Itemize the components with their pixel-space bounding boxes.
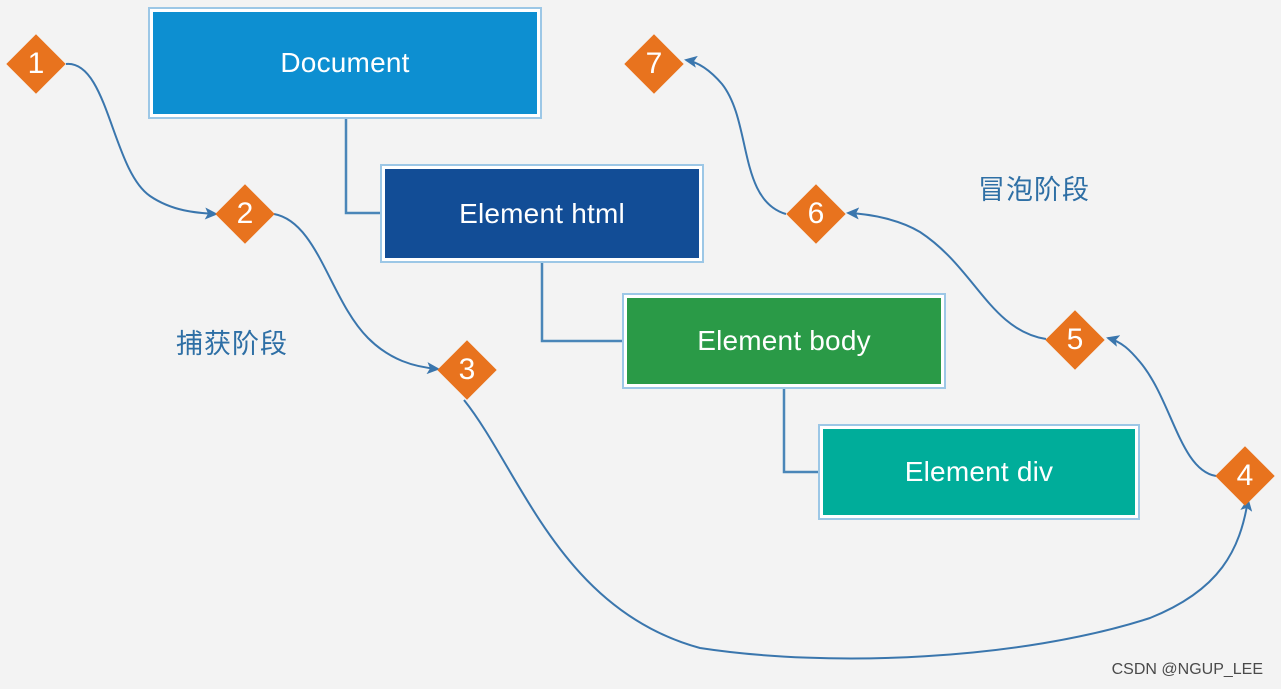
connector-body-div — [782, 387, 820, 474]
capture-phase-label: 捕获阶段 — [176, 329, 288, 360]
arrow-3-to-4 — [463, 399, 1253, 660]
marker-number-6: 6 — [807, 197, 825, 230]
bubble-phase-label: 冒泡阶段 — [978, 175, 1090, 206]
marker-number-7: 7 — [645, 47, 663, 80]
marker-number-3: 3 — [458, 353, 476, 386]
box-element-html: Element html — [380, 164, 704, 263]
arrow-1-to-2 — [65, 62, 218, 220]
connector-document-html — [344, 117, 382, 215]
box-document: Document — [148, 7, 542, 119]
box-element-body-label: Element body — [697, 325, 871, 356]
connector-html-body — [540, 261, 624, 343]
arrow-6-to-7 — [684, 55, 787, 215]
box-element-html-label: Element html — [459, 197, 625, 229]
marker-number-5: 5 — [1066, 323, 1084, 356]
marker-number-2: 2 — [236, 197, 254, 230]
box-element-div-label: Element div — [904, 456, 1054, 487]
arrow-5-to-6 — [846, 207, 1047, 340]
box-element-body: Element body — [622, 293, 946, 389]
box-document-label: Document — [280, 47, 410, 78]
watermark: CSDN @NGUP_LEE — [1111, 661, 1263, 678]
marker-number-4: 4 — [1236, 459, 1254, 492]
arrow-4-to-5 — [1106, 335, 1217, 477]
marker-number-1: 1 — [27, 47, 45, 80]
arrow-2-to-3 — [273, 213, 440, 375]
box-element-div: Element div — [818, 424, 1140, 520]
